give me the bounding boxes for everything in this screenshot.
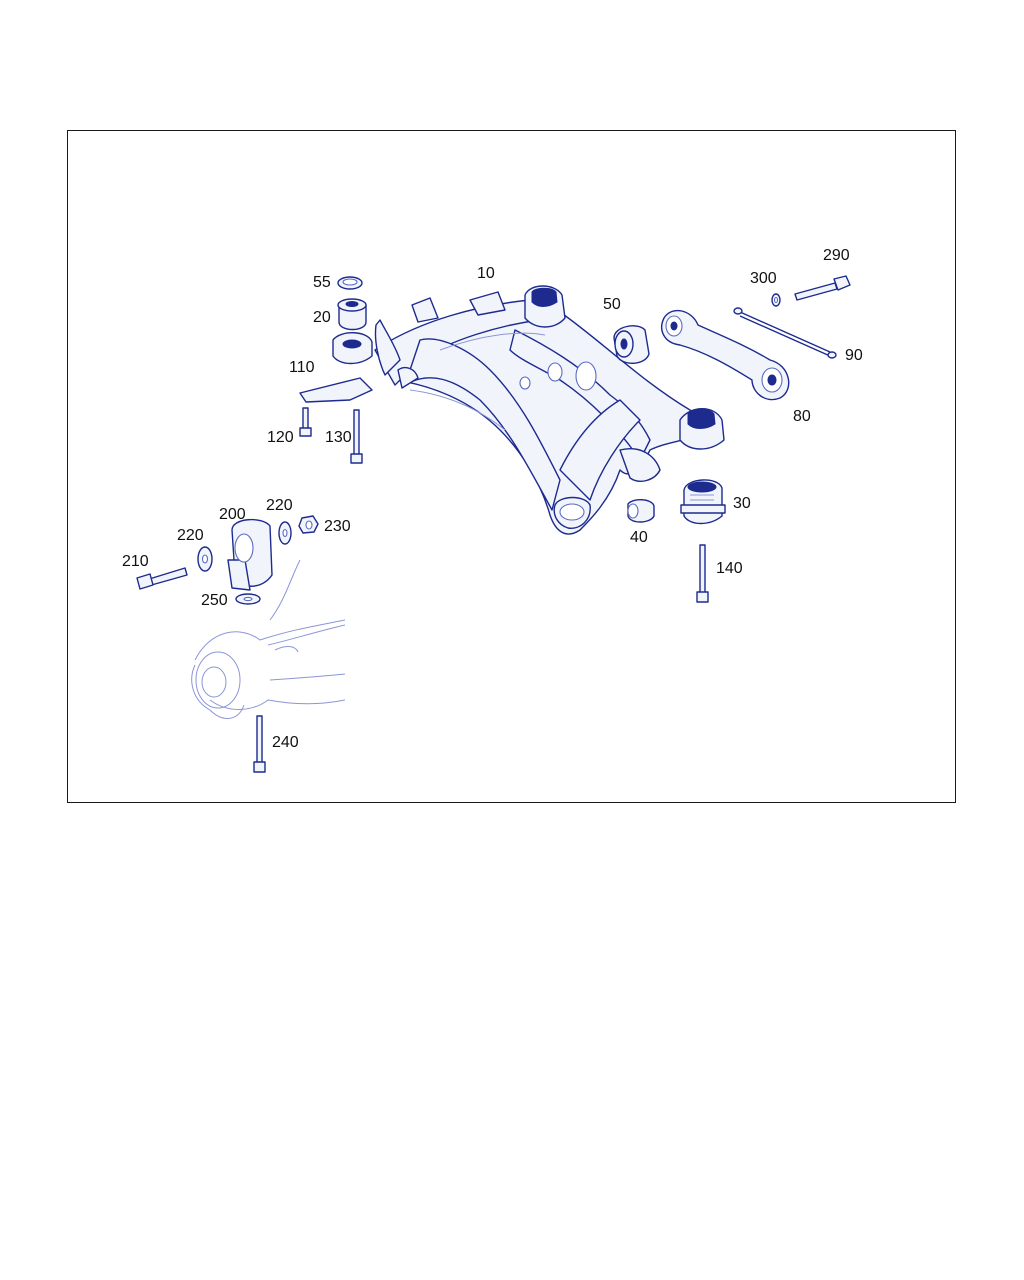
bolt-120: [299, 407, 312, 437]
washer-220-right: [278, 521, 292, 545]
callout-50: 50: [603, 296, 621, 313]
callout-55: 55: [313, 274, 331, 291]
callout-210: 210: [122, 553, 149, 570]
callout-120: 120: [267, 429, 294, 446]
callout-130: 130: [325, 429, 352, 446]
differential-housing: [191, 559, 346, 719]
callout-90: 90: [845, 347, 863, 364]
callout-230: 230: [324, 518, 351, 535]
callout-200: 200: [219, 506, 246, 523]
control-arm-80: [661, 309, 790, 401]
tie-rod-90: [733, 307, 837, 359]
washer-220-left: [197, 546, 213, 572]
callout-290: 290: [823, 247, 850, 264]
callout-80: 80: [793, 408, 811, 425]
callout-300: 300: [750, 270, 777, 287]
subframe-10: [374, 285, 725, 535]
callout-140: 140: [716, 560, 743, 577]
diagram-frame: [67, 130, 956, 803]
bushing-40: [627, 499, 655, 523]
bolt-140: [696, 544, 709, 603]
mount-200: [227, 519, 273, 591]
callout-110: 110: [289, 359, 315, 376]
bolt-290: [794, 275, 851, 301]
bracket-110: [299, 332, 373, 403]
mount-30: [680, 479, 726, 525]
bolt-130: [350, 409, 363, 464]
callout-20: 20: [313, 309, 331, 326]
callout-40: 40: [630, 529, 648, 546]
bushing-50: [613, 325, 650, 364]
callout-250: 250: [201, 592, 228, 609]
callout-30: 30: [733, 495, 751, 512]
washer-300: [771, 293, 781, 307]
washer-250: [235, 593, 261, 605]
bolt-240: [253, 715, 266, 773]
bolt-210: [136, 567, 188, 590]
bushing-20: [337, 298, 367, 331]
callout-10: 10: [477, 265, 495, 282]
callout-240: 240: [272, 734, 299, 751]
nut-230: [298, 515, 319, 534]
callout-220-right: 220: [266, 497, 293, 514]
callout-220-left: 220: [177, 527, 204, 544]
cap-55: [337, 276, 363, 290]
